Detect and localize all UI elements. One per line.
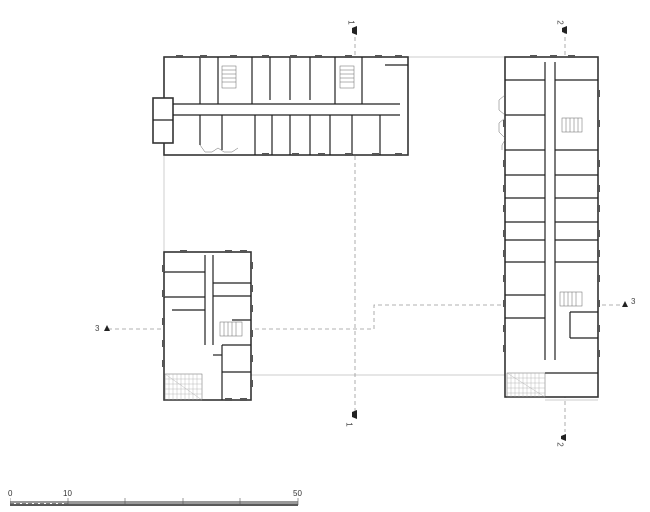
section-label-3-left: 3	[95, 324, 100, 333]
section-3-right-arrow	[622, 301, 628, 307]
section-2-top-arrow	[562, 26, 567, 34]
scale-label-50: 50	[293, 489, 302, 498]
section-label-1-bottom: 1	[344, 422, 354, 427]
section-1-bottom-arrow	[352, 410, 357, 419]
scale-label-10: 10	[63, 489, 72, 498]
scale-label-0: 0	[8, 489, 13, 498]
section-label-2-top: 2	[555, 20, 565, 25]
scale-bar	[10, 494, 300, 506]
section-label-3-right: 3	[631, 297, 636, 306]
section-markers	[104, 26, 628, 441]
section-label-2-bottom: 2	[555, 442, 565, 447]
section-1-top-arrow	[352, 26, 357, 35]
section-label-1-top: 1	[346, 20, 356, 25]
west-building	[162, 250, 253, 401]
section-2-bottom-arrow	[561, 434, 566, 441]
north-building	[152, 55, 409, 156]
east-building	[498, 55, 600, 398]
site-boundary	[163, 56, 598, 401]
section-3-left-arrow	[104, 325, 110, 331]
